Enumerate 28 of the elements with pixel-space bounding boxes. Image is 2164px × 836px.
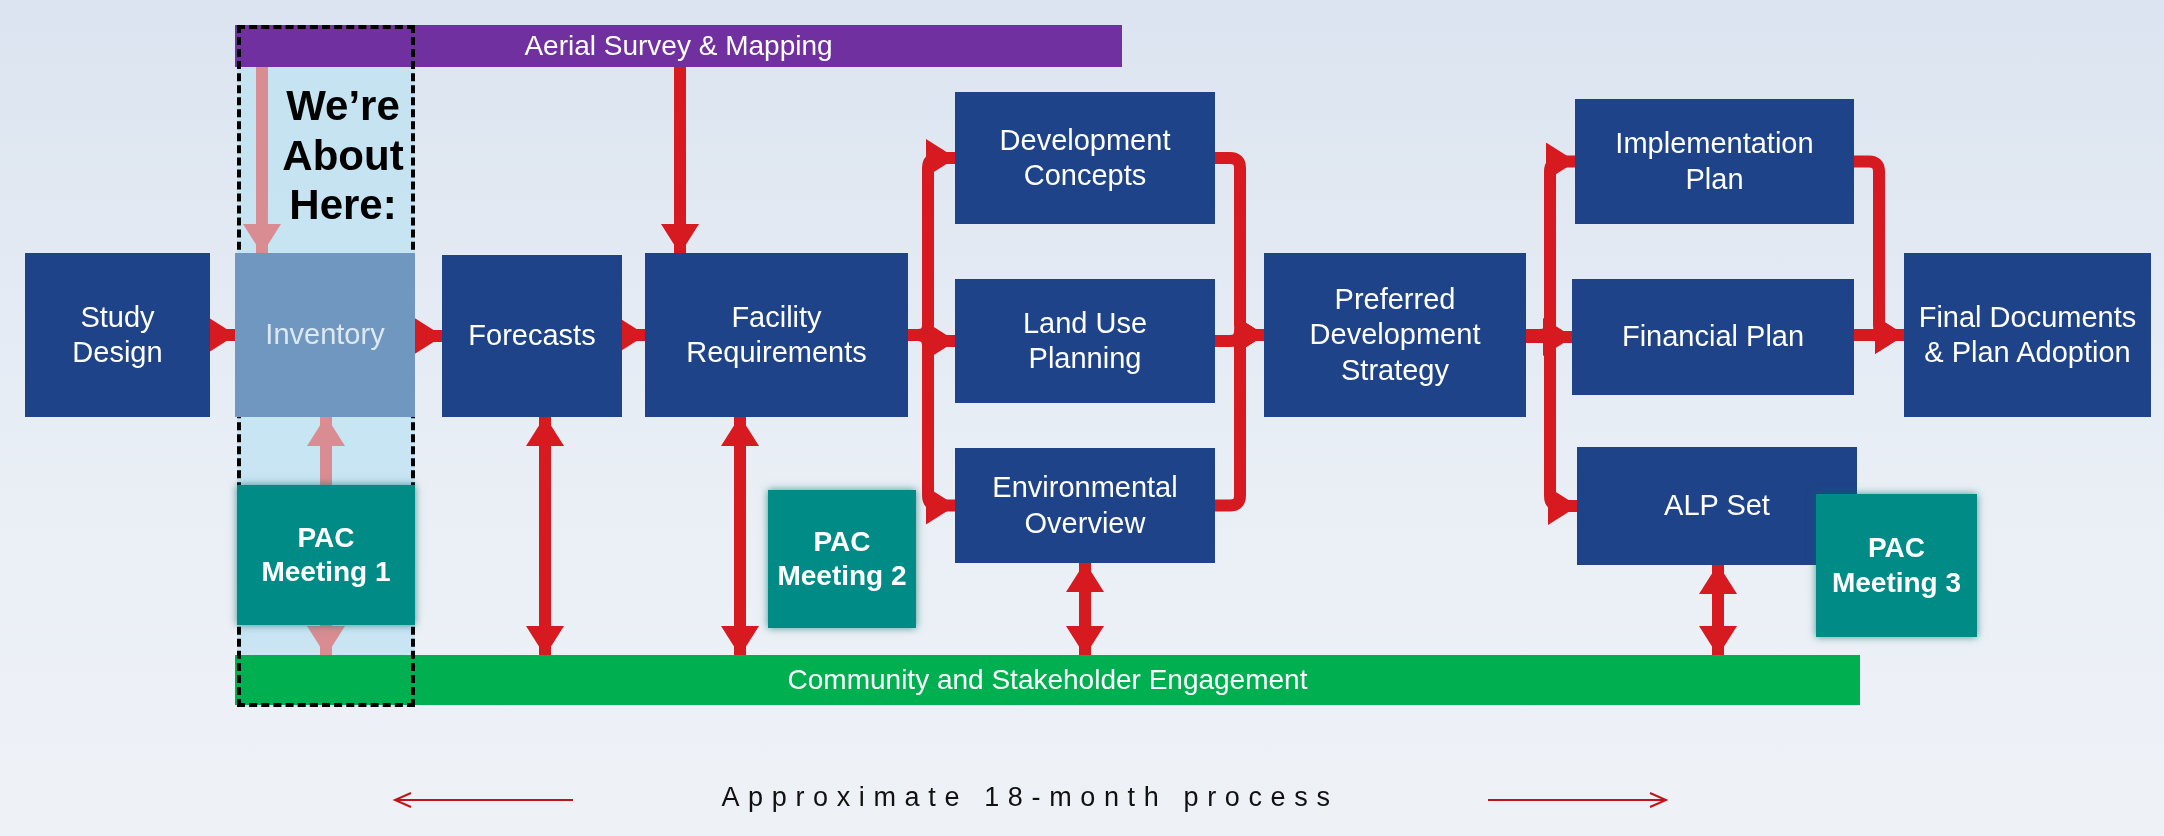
arrow: [1699, 564, 1737, 656]
process-box: Inventory: [235, 253, 415, 417]
process-box: Facility Requirements: [645, 253, 908, 417]
process-box: ALP Set: [1577, 447, 1857, 565]
process-box: Implementation Plan: [1575, 99, 1854, 224]
meeting-box: PAC Meeting 2: [768, 490, 916, 628]
process-box: Financial Plan: [1572, 279, 1854, 395]
arrow: [307, 416, 345, 485]
timeline-label: Approximate 18-month process: [720, 782, 1340, 813]
engagement-bar: Community and Stakeholder Engagement: [235, 655, 1860, 705]
arrow: [1066, 562, 1104, 656]
arrow: [413, 317, 443, 355]
arrow: [243, 67, 281, 254]
arrow: [526, 416, 564, 656]
process-box: Environmental Overview: [955, 448, 1215, 563]
process-box: Study Design: [25, 253, 210, 417]
process-box: Final Documents & Plan Adoption: [1904, 253, 2151, 417]
arrow: [721, 416, 759, 656]
process-box: Land Use Planning: [955, 279, 1215, 403]
arrow: [1526, 318, 1573, 356]
process-box: Preferred Development Strategy: [1264, 253, 1526, 417]
meeting-box: PAC Meeting 3: [1816, 494, 1977, 637]
aerial-survey-bar: Aerial Survey & Mapping: [235, 25, 1122, 67]
arrow: [661, 67, 699, 254]
meeting-box: PAC Meeting 1: [237, 485, 415, 625]
process-box: Development Concepts: [955, 92, 1215, 224]
process-box: Forecasts: [442, 255, 622, 417]
arrow: [307, 625, 345, 656]
